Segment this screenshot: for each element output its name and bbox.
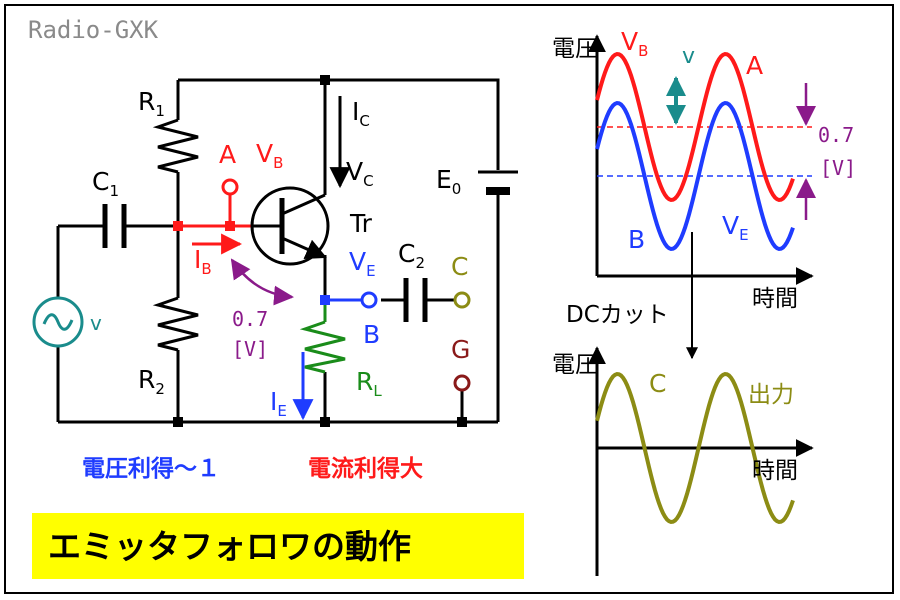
vbe-unit-label: [V]: [232, 337, 268, 361]
r2-resistor: [152, 296, 199, 352]
top-amp-label: v: [682, 44, 695, 69]
battery-minus-plate: [486, 187, 510, 195]
collector-top-dot: [320, 75, 330, 85]
c2-label: C2: [398, 239, 425, 272]
top-wave-a-label: A: [746, 51, 763, 80]
bottom-x-axis-label: 時間: [752, 458, 798, 484]
rl-resistor: [299, 320, 346, 374]
ac-wave-icon: [42, 313, 74, 331]
brand-label: Radio-GXK: [28, 16, 159, 44]
top-ve-label: VE: [722, 211, 749, 244]
transistor-tr: [250, 186, 330, 266]
node-b-terminal: [360, 291, 378, 309]
node-a-terminal: [221, 178, 239, 196]
ie-label: IE: [270, 387, 287, 420]
rl-label: RL: [356, 367, 382, 400]
circuit: [56, 78, 518, 424]
wave-c-output: [595, 371, 795, 525]
title-banner: [32, 513, 524, 579]
rl-ground-dot: [320, 417, 330, 427]
wave-b-ve: [595, 100, 795, 252]
node-c-label: C: [451, 252, 468, 281]
c1-label: C1: [92, 167, 119, 200]
node-c-terminal: [453, 291, 471, 309]
tr-label: Tr: [349, 209, 373, 238]
ic-label: IC: [352, 97, 370, 130]
voltage-gain-caption: 電圧利得～１: [82, 455, 220, 482]
diagram-frame: [4, 4, 894, 594]
ac-source-symbol: [32, 296, 84, 348]
top-offset-value: 0.7: [818, 123, 854, 147]
vbe-arrow: [230, 258, 294, 306]
top-rail-wire: [178, 78, 500, 170]
top-wave-b-label: B: [628, 225, 645, 254]
top-x-axis-label: 時間: [752, 286, 798, 312]
node-b-label: B: [363, 320, 380, 349]
top-y-axis-label-1: 電圧: [552, 36, 598, 62]
r1-resistor: [152, 118, 199, 174]
node-a-junction-dot: [225, 221, 235, 231]
top-offset-unit: [V]: [820, 156, 856, 180]
ib-label: IB: [194, 245, 212, 278]
vbe-value-label: 0.7: [232, 307, 268, 331]
ve-label: VE: [349, 247, 376, 280]
bottom-graph: [588, 346, 814, 576]
source-v-label: v: [90, 311, 102, 335]
top-graph: [588, 34, 816, 360]
node-g-label: G: [451, 335, 470, 364]
e0-label: E0: [436, 165, 461, 198]
g-ground-dot: [457, 417, 467, 427]
bottom-output-label: 出力: [748, 382, 794, 408]
transistor-emitter-arrow: [281, 236, 327, 259]
base-path: [173, 178, 252, 255]
title-text: エミッタフォロワの動作: [48, 527, 411, 566]
vc-label: VC: [346, 157, 374, 190]
wave-a-vb: [595, 51, 795, 203]
base-junction-dot: [173, 221, 183, 231]
current-gain-caption: 電流利得大: [308, 455, 423, 482]
transistor-collector-lead: [281, 193, 326, 216]
node-a-label: A: [219, 140, 236, 169]
bottom-wave-c-label: C: [649, 369, 666, 398]
bottom-y-axis-label: 電圧: [552, 352, 598, 378]
node-g-terminal: [453, 374, 471, 392]
dc-cut-label: DCカット: [566, 302, 669, 328]
r2-ground-dot: [173, 417, 183, 427]
top-vb-label: VB: [621, 27, 648, 60]
r2-label: R2: [138, 365, 165, 398]
r1-label: R1: [138, 87, 165, 120]
vb-label: VB: [256, 139, 283, 172]
